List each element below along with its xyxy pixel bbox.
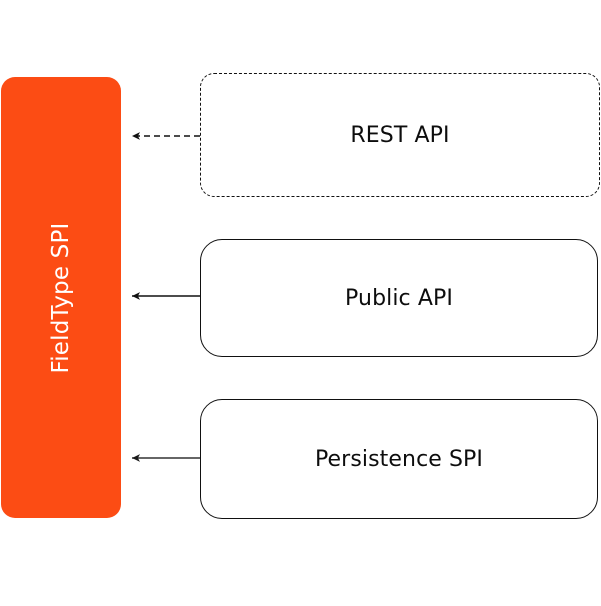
- node-public-api-label: Public API: [345, 285, 453, 311]
- fieldtype-spi-bar[interactable]: FieldType SPI: [1, 77, 121, 518]
- node-persistence-spi-label: Persistence SPI: [314, 446, 484, 472]
- node-rest-api[interactable]: REST API: [200, 73, 600, 197]
- fieldtype-spi-label: FieldType SPI: [48, 221, 74, 374]
- node-rest-api-label: REST API: [350, 122, 450, 148]
- node-public-api[interactable]: Public API: [200, 239, 598, 357]
- node-persistence-spi[interactable]: Persistence SPI: [200, 399, 598, 519]
